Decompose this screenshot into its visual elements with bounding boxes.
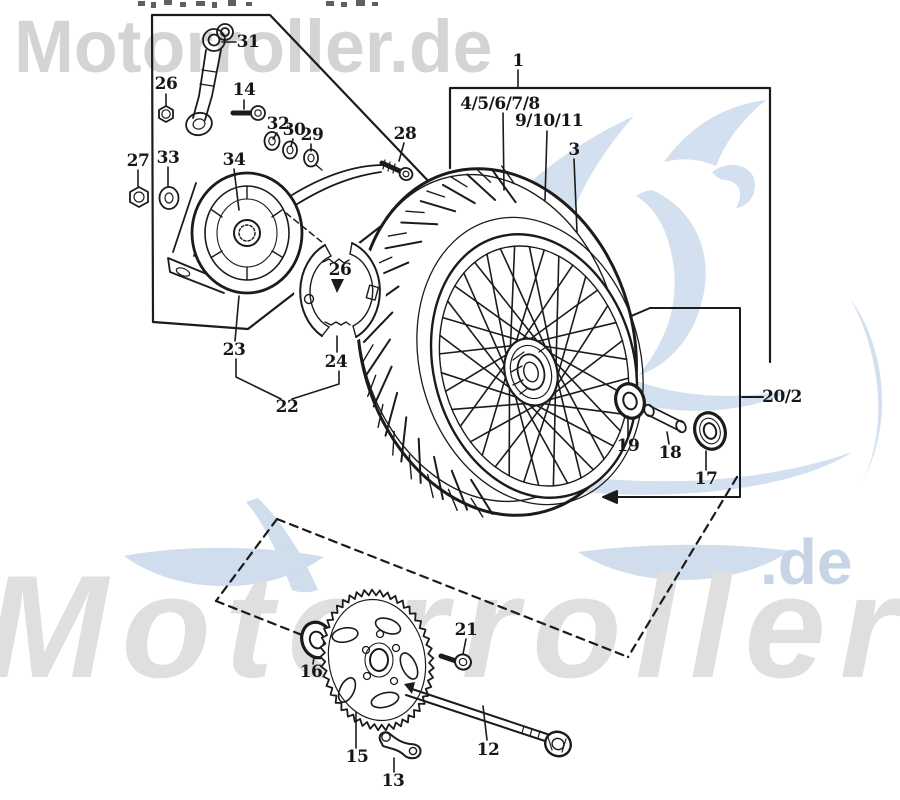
brake-drum-art [167, 164, 385, 295]
bracket-13 [378, 731, 422, 760]
part-label-34: 34 [222, 150, 246, 170]
part-label-28: 28 [393, 124, 417, 144]
nut-26 [158, 105, 174, 123]
leader-lines [137, 41, 707, 773]
wheel-art [356, 165, 644, 518]
top-watermark-text: Motorroller.de [14, 5, 493, 88]
part-label-26: 26 [154, 74, 178, 94]
axle-12 [404, 682, 572, 758]
brake-lever-31 [185, 23, 234, 137]
part-label-13: 13 [381, 771, 405, 791]
part-label-3: 3 [568, 140, 580, 160]
bearing-group-box [600, 307, 764, 504]
washer-33 [158, 186, 180, 210]
part-label-9-11: 9/10/11 [514, 111, 584, 131]
part-label-29: 29 [300, 125, 324, 145]
part-label-24: 24 [324, 352, 348, 372]
brake-shoes-art [294, 238, 386, 344]
bolt-28 [379, 159, 414, 181]
spacer-18 [643, 403, 687, 434]
part-label-30: 30 [282, 120, 306, 140]
wheel-hub [503, 337, 559, 407]
bearing-19 [614, 382, 646, 420]
part-label-27: 27 [126, 151, 150, 171]
flange-nut-27 [129, 186, 149, 208]
part-label-20-2: 20/2 [762, 387, 802, 407]
part-label-32: 32 [266, 114, 290, 134]
part-label-1: 1 [512, 51, 524, 71]
part-label-18: 18 [658, 443, 682, 463]
part-label-12: 12 [476, 740, 500, 760]
part-label-15: 15 [345, 747, 369, 767]
assembly-axis-line [285, 212, 329, 248]
bottom-watermark-text: Motorroller [0, 545, 900, 708]
wheel-spokes [438, 245, 630, 487]
washer-30 [282, 140, 298, 160]
part-label-14: 14 [232, 80, 256, 100]
part-label-22: 22 [275, 397, 299, 417]
tire-tread [360, 165, 517, 518]
top-edge-noise [138, 0, 378, 8]
part-label-21: 21 [454, 620, 478, 640]
part-label-19: 19 [616, 436, 640, 456]
bearing-17 [693, 411, 727, 451]
part-label-16: 16 [299, 662, 323, 682]
de-suffix-watermark-text: .de [760, 526, 853, 598]
bolt-21 [438, 653, 472, 671]
part-label-17: 17 [694, 469, 718, 489]
part-label-25: 26 [328, 260, 352, 280]
swoosh-watermarks [124, 498, 790, 593]
part-label-4-8: 4/5/6/7/8 [460, 94, 540, 114]
wheel-group-box [448, 86, 772, 364]
part-label-31: 31 [236, 32, 260, 52]
bolt-14 [230, 105, 266, 121]
part-label-23: 23 [222, 340, 246, 360]
part-label-33: 33 [156, 148, 180, 168]
washer-32 [263, 131, 281, 151]
